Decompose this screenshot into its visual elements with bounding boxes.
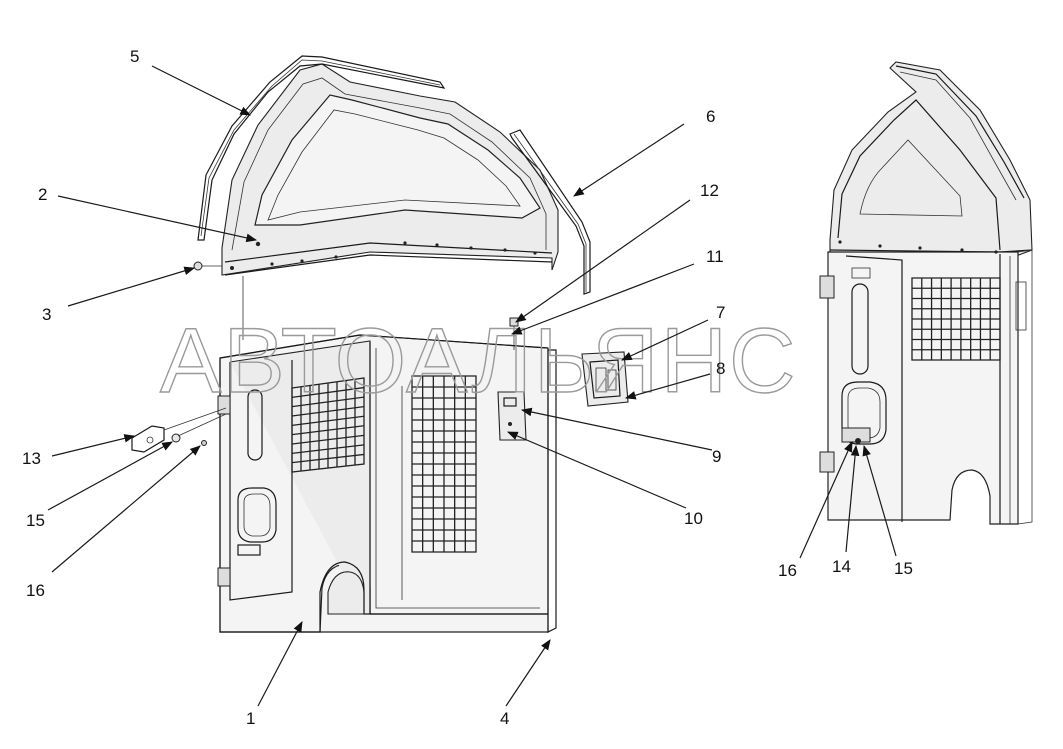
callout-3: 3 <box>42 305 51 324</box>
part-3-bolt <box>193 261 222 271</box>
callout-15-left: 15 <box>26 511 45 530</box>
mesh-right-view <box>911 277 1001 361</box>
callout-5: 5 <box>130 47 139 66</box>
mesh-center-panel <box>411 375 477 553</box>
callout-11: 11 <box>706 247 724 266</box>
part-6-side-seal <box>509 129 591 295</box>
callout-16-right: 16 <box>778 561 797 580</box>
callout-2: 2 <box>38 185 47 204</box>
watermark-text: АВТОАЛЬЯНС <box>160 310 798 412</box>
callout-1: 1 <box>246 709 255 728</box>
callout-8: 8 <box>716 359 725 378</box>
callout-6: 6 <box>706 107 715 126</box>
callout-16-left: 16 <box>26 581 45 600</box>
callout-9: 9 <box>712 447 721 466</box>
leader-lines <box>47 65 897 707</box>
callout-7: 7 <box>716 303 725 322</box>
callout-10: 10 <box>684 509 703 528</box>
callout-14: 14 <box>832 557 851 576</box>
callout-13: 13 <box>22 449 41 468</box>
callout-labels: 5 2 3 6 12 11 7 8 9 10 13 15 16 1 4 16 1… <box>22 47 913 728</box>
part-2-upper-shell <box>221 63 559 276</box>
part-7-8-box <box>581 351 629 407</box>
callout-4: 4 <box>500 709 509 728</box>
mesh-left-panel <box>291 377 365 473</box>
part-13-bracket <box>131 425 165 453</box>
part-4-side-strip <box>547 349 557 633</box>
callout-15-right: 15 <box>894 559 913 578</box>
part-16-bolt <box>201 440 207 446</box>
callout-12: 12 <box>700 181 719 200</box>
